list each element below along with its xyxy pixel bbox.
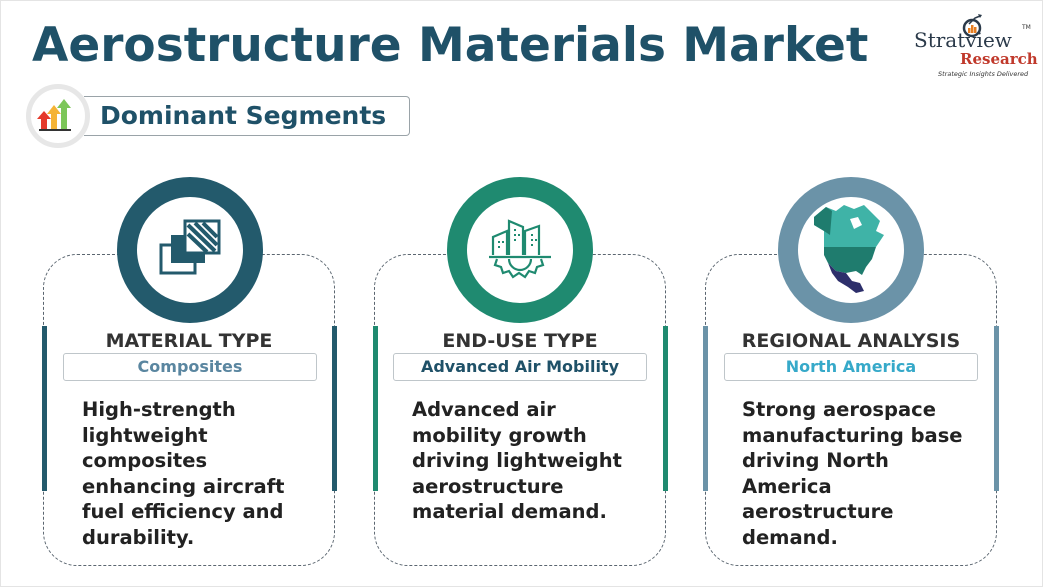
segment-description: High-strength lightweight composites enh… <box>82 398 285 549</box>
growth-arrows-icon <box>26 84 90 148</box>
section-label: Dominant Segments <box>100 101 387 130</box>
section-label-box <box>84 96 410 136</box>
logo-name: Stratview <box>914 28 1012 52</box>
card-accent-bar <box>42 326 47 491</box>
north-america-map-icon <box>778 177 924 323</box>
composite-layers-icon <box>117 177 263 323</box>
segment-heading: MATERIAL TYPE <box>105 330 273 352</box>
segment-heading: END-USE TYPE <box>442 330 598 352</box>
card-accent-bar <box>994 326 999 491</box>
page-title: Aerostructure Materials Market <box>32 18 869 73</box>
segment-heading: REGIONAL ANALYSIS <box>741 330 961 352</box>
logo-tagline: Strategic Insights Delivered <box>938 70 1029 78</box>
card-accent-bar <box>373 326 378 491</box>
logo-trademark: TM <box>1022 24 1031 31</box>
magnifier-chart-icon <box>962 14 982 38</box>
buildings-gear-icon <box>447 177 593 323</box>
card-accent-bar <box>703 326 708 491</box>
segment-value: North America <box>724 353 978 381</box>
stratview-logo: Stratview TM Research Strategic Insights… <box>910 12 1038 82</box>
card-accent-bar <box>332 326 337 491</box>
segment-description: Advanced air mobility growth driving lig… <box>412 398 622 523</box>
segment-description: Strong aerospace manufacturing base driv… <box>742 398 963 549</box>
card-accent-bar <box>663 326 668 491</box>
logo-sub: Research <box>960 50 1038 68</box>
segment-value: Advanced Air Mobility <box>393 353 647 381</box>
segment-value: Composites <box>63 353 317 381</box>
